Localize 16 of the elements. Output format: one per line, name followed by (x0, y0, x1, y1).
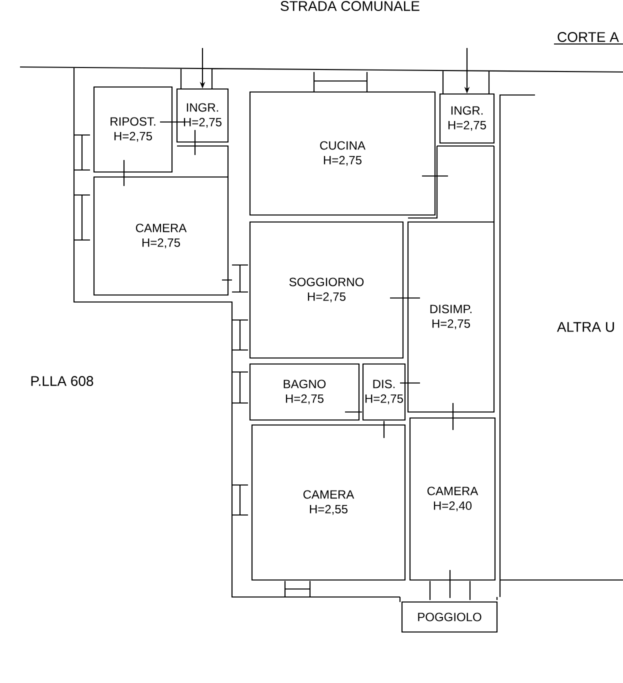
place-label: CORTE A (558, 32, 619, 42)
room-box: SOGGIORNO H=2,75 (249, 221, 404, 359)
place-label: P.LLA 608 (31, 376, 94, 386)
room-box: CAMERA H=2,55 (251, 424, 406, 581)
room-box: RIPOST. H=2,75 (93, 86, 173, 173)
room-box: CAMERA H=2,40 (409, 417, 496, 581)
room-box: CUCINA H=2,75 (249, 91, 436, 216)
balcony-box: POGGIOLO (401, 601, 498, 633)
room-box: INGR. H=2,75 (176, 88, 229, 143)
room-box: DIS. H=2,75 (362, 363, 406, 421)
place-label: STRADA COMUNALE (280, 1, 420, 11)
place-label: ALTRA U (556, 322, 614, 332)
room-box: INGR. H=2,75 (439, 93, 495, 144)
room-box: DISIMP. H=2,75 (407, 221, 495, 413)
room-box: CAMERA H=2,75 (93, 176, 229, 296)
room-box: BAGNO H=2,75 (249, 363, 360, 421)
